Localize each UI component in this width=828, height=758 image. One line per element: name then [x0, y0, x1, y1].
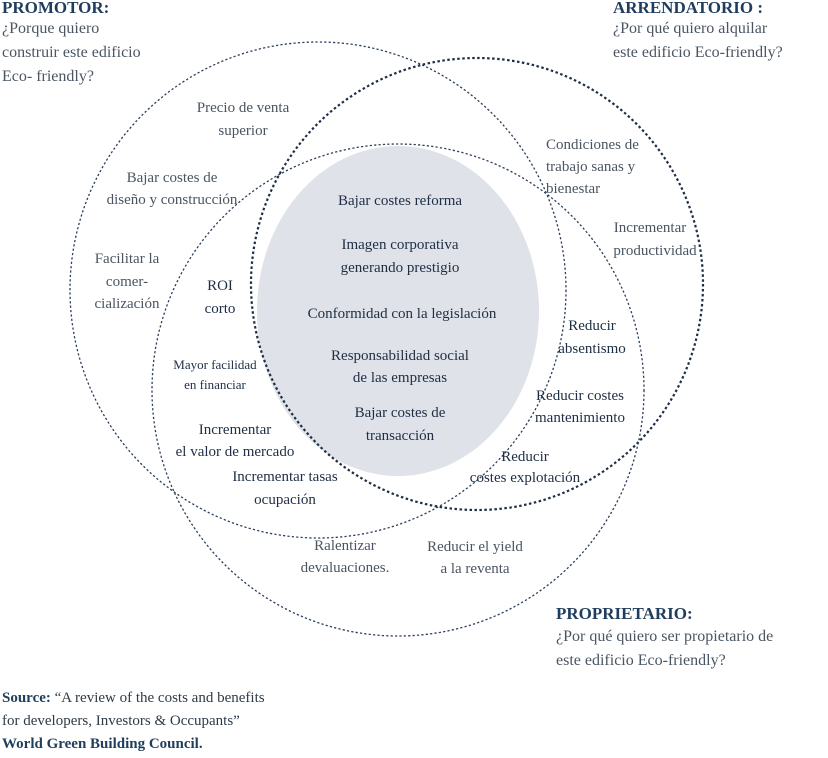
overlap-item-mantenimiento-2: mantenimiento: [535, 410, 625, 426]
promotor-item-facilitar-3: cialización: [94, 296, 160, 312]
core-item-imagen-1: Imagen corporativa: [341, 237, 459, 253]
arrendatario-title: ARRENDATORIO :: [613, 0, 764, 17]
source-line-3: World Green Building Council.: [2, 736, 203, 752]
overlap-item-valor-2: el valor de mercado: [175, 444, 295, 460]
proprietario-item-ralentizar-2: devaluaciones.: [300, 560, 390, 576]
overlap-item-roi-2: corto: [204, 301, 236, 317]
overlap-item-tasas-2: ocupación: [254, 492, 316, 508]
core-item-imagen-2: generando prestigio: [340, 260, 460, 276]
proprietario-question-1: ¿Por qué quiero ser propietario de: [556, 628, 774, 645]
core-ellipse: [257, 146, 539, 476]
proprietario-circle: [151, 143, 645, 637]
core-item-reforma: Bajar costes reforma: [337, 193, 463, 209]
arrendatario-circle: [249, 56, 705, 512]
core-item-responsabilidad-1: Responsabilidad social: [331, 348, 469, 364]
source-label: Source:: [2, 690, 51, 706]
arrendatario-item-condiciones-2: trabajo sanas y: [546, 159, 636, 175]
overlap-item-valor-1: Incrementar: [198, 422, 272, 438]
proprietario-question-2: este edificio Eco-friendly?: [556, 652, 726, 669]
source-line-1: Source: “A review of the costs and benef…: [2, 688, 265, 709]
proprietario-item-yield-1: Reducir el yield: [427, 539, 523, 555]
core-item-responsabilidad-2: de las empresas: [352, 370, 448, 386]
proprietario-title: PROPRIETARIO:: [556, 604, 693, 623]
promotor-item-facilitar-1: Facilitar la: [94, 251, 160, 267]
overlap-item-mayor-1: Mayor facilidad: [173, 357, 257, 372]
promotor-item-precio-2: superior: [218, 123, 268, 139]
promotor-question-2: construir este edificio: [2, 44, 141, 61]
arrendatario-item-productividad-2: productividad: [613, 243, 697, 259]
promotor-question-1: ¿Porque quiero: [2, 20, 100, 37]
core-item-transaccion-2: transacción: [365, 428, 435, 444]
core-item-legislacion: Conformidad con la legislación: [307, 306, 497, 322]
overlap-item-roi-1: ROI: [207, 278, 233, 294]
promotor-circle: [69, 41, 567, 539]
proprietario-item-yield-2: a la reventa: [440, 561, 510, 577]
source-line-2: for developers, Investors & Occupants”: [2, 713, 240, 729]
core-item-transaccion-1: Bajar costes de: [354, 405, 446, 421]
arrendatario-item-productividad-1: Incrementar: [613, 220, 687, 236]
overlap-item-mayor-2: en financiar: [184, 377, 246, 392]
overlap-item-absentismo-1: Reducir: [568, 318, 616, 334]
overlap-item-tasas-1: Incrementar tasas: [232, 469, 338, 485]
arrendatario-item-condiciones-1: Condiciones de: [546, 137, 639, 153]
promotor-item-precio-1: Precio de venta: [196, 100, 290, 116]
arrendatario-item-condiciones-3: bienestar: [546, 181, 601, 197]
arrendatario-question-2: este edificio Eco-friendly?: [613, 44, 783, 61]
overlap-item-explotacion-1: Reducir: [501, 449, 549, 465]
promotor-title: PROMOTOR:: [2, 0, 110, 17]
proprietario-item-ralentizar-1: Ralentizar: [314, 538, 376, 554]
promotor-question-3: Eco- friendly?: [2, 68, 94, 85]
promotor-item-bajar-1: Bajar costes de: [126, 170, 218, 186]
promotor-item-facilitar-2: comer-: [105, 274, 149, 290]
overlap-item-mantenimiento-1: Reducir costes: [536, 388, 624, 404]
promotor-item-bajar-2: diseño y construcción: [106, 192, 238, 208]
source-text-1: “A review of the costs and benefits: [50, 690, 265, 706]
overlap-item-explotacion-2: costes explotación: [469, 470, 581, 486]
arrendatario-question-1: ¿Por qué quiero alquilar: [613, 20, 768, 37]
overlap-item-absentismo-2: absentismo: [558, 341, 626, 357]
